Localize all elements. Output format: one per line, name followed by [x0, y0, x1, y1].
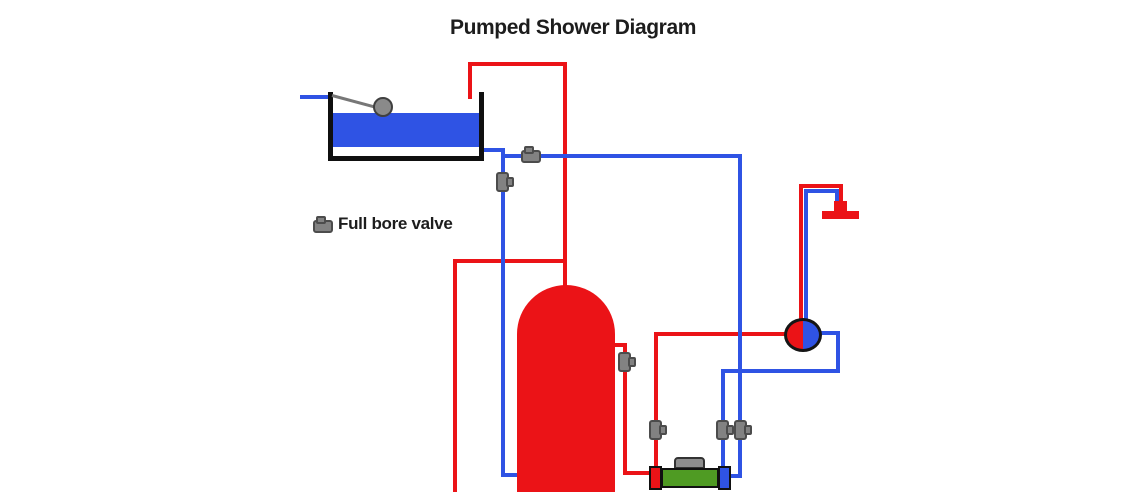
shower-supply-cold-top-run: [804, 189, 839, 193]
shower-head-stem: [834, 201, 847, 213]
valve-tab: [316, 216, 326, 224]
valve-tab: [506, 177, 514, 187]
tank-water: [333, 113, 479, 147]
ball-valve-float: [373, 97, 393, 117]
hot-water-cylinder: [517, 285, 615, 492]
cold-feed-downpipe: [501, 148, 505, 477]
mains-inlet-pipe: [300, 95, 332, 99]
vent-pipe-top-run: [468, 62, 567, 66]
full-bore-valve-icon: [313, 216, 333, 233]
tank-outlet-pipe: [479, 148, 505, 152]
cold-feed-to-cylinder: [501, 473, 521, 477]
tank-wall-right: [479, 92, 484, 161]
vent-pipe-open-end: [468, 62, 472, 99]
shower-supply-hot-top-run: [799, 184, 843, 188]
shower-mixer-valve: [784, 318, 822, 352]
shower-supply-cold-riser: [804, 190, 808, 320]
cold-supply-branch-horizontal: [501, 154, 742, 158]
legend-label: Full bore valve: [338, 214, 453, 233]
hot-draw-off-stub: [611, 343, 627, 347]
ball-valve-arm: [331, 94, 376, 109]
full-bore-valve-pump-hot: [649, 420, 667, 440]
valve-tab: [659, 425, 667, 435]
primary-flow-pipe-horizontal: [453, 259, 567, 263]
full-bore-valve-cold-feed: [496, 172, 514, 192]
hot-draw-off-downpipe: [623, 343, 627, 475]
cold-to-mixer-horizontal: [721, 369, 840, 373]
full-bore-valve-pump-cold-out: [716, 420, 734, 440]
shower-drop-hot: [839, 184, 843, 205]
pump-cold-outlet-riser: [721, 371, 725, 466]
pump-body: [661, 468, 719, 488]
cold-supply-downpipe: [738, 154, 742, 478]
shower-drop-cold: [835, 189, 839, 206]
vent-pipe-riser: [563, 62, 567, 287]
valve-tab: [628, 357, 636, 367]
shower-head: [822, 211, 859, 219]
cold-mixer-inlet-stub: [820, 331, 840, 335]
valve-tab: [524, 146, 534, 154]
full-bore-valve-hot-draw: [618, 352, 636, 372]
primary-flow-pipe-vertical: [453, 259, 457, 492]
full-bore-valve-cold-branch: [521, 146, 541, 163]
cold-pump-inlet-pipe: [731, 474, 742, 478]
hot-to-mixer-pipe: [654, 332, 800, 336]
tank-bottom: [328, 156, 483, 161]
full-bore-valve-pump-cold-in: [734, 420, 752, 440]
pump-hot-outlet-riser: [654, 332, 658, 466]
valve-tab: [726, 425, 734, 435]
hot-pump-inlet-pipe: [623, 471, 651, 475]
pump-cold-port: [718, 466, 731, 490]
tank-wall-left: [328, 92, 333, 161]
cold-to-mixer-vertical: [836, 331, 840, 373]
page-title: Pumped Shower Diagram: [450, 16, 696, 39]
valve-tab: [744, 425, 752, 435]
shower-supply-hot-riser: [799, 184, 803, 320]
